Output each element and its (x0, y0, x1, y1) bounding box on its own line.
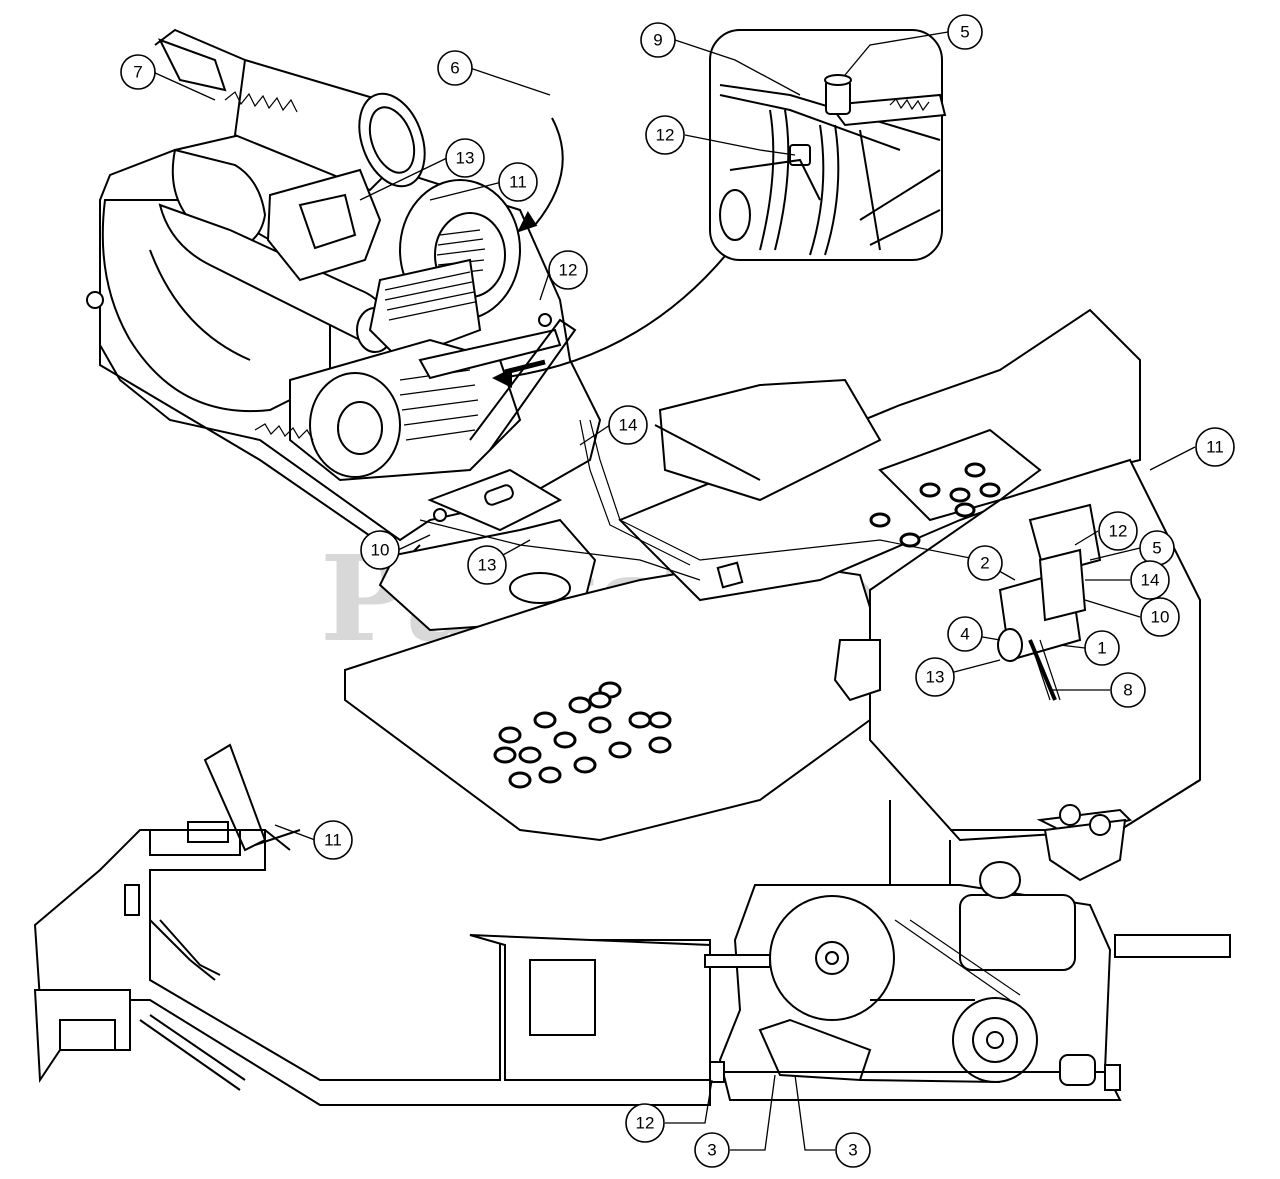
svg-text:5: 5 (1152, 539, 1161, 558)
svg-text:1: 1 (1097, 639, 1106, 658)
callout-13[interactable]: 13 (915, 657, 955, 697)
callout-9[interactable]: 9 (640, 22, 676, 58)
svg-text:12: 12 (559, 261, 578, 280)
callout-12[interactable]: 12 (1098, 511, 1138, 551)
callout-12[interactable]: 12 (625, 1103, 665, 1143)
callout-11[interactable]: 11 (1195, 427, 1235, 467)
svg-text:10: 10 (371, 541, 390, 560)
callout-8[interactable]: 8 (1110, 672, 1146, 708)
engine-assembly (86, 28, 602, 562)
callout-7[interactable]: 7 (120, 54, 156, 90)
callout-5[interactable]: 5 (947, 14, 983, 50)
callout-13[interactable]: 13 (445, 138, 485, 178)
callout-14[interactable]: 14 (1130, 560, 1170, 600)
svg-text:10: 10 (1151, 608, 1170, 627)
svg-text:5: 5 (960, 23, 969, 42)
svg-text:12: 12 (656, 126, 675, 145)
svg-text:11: 11 (509, 173, 527, 192)
callout-5[interactable]: 5 (1139, 530, 1175, 566)
svg-text:14: 14 (1141, 571, 1160, 590)
callouts: 7 6 9 5 12 13 11 12 14 11 12 5 2 14 10 4… (120, 14, 1235, 1168)
svg-text:12: 12 (636, 1114, 655, 1133)
callout-10[interactable]: 10 (360, 530, 400, 570)
assembly-arrows (492, 117, 731, 388)
frame-assembly (344, 308, 1201, 902)
svg-text:13: 13 (456, 149, 475, 168)
svg-text:4: 4 (960, 625, 969, 644)
callout-4[interactable]: 4 (947, 616, 983, 652)
callout-11[interactable]: 11 (498, 162, 538, 202)
callout-2[interactable]: 2 (967, 545, 1003, 581)
callout-11[interactable]: 11 (313, 820, 353, 860)
side-view-assembly (33, 743, 1231, 1106)
svg-text:7: 7 (133, 63, 142, 82)
callout-3[interactable]: 3 (835, 1132, 871, 1168)
svg-text:14: 14 (619, 416, 638, 435)
callout-6[interactable]: 6 (437, 50, 473, 86)
detail-inset (709, 29, 947, 261)
svg-text:3: 3 (848, 1141, 857, 1160)
callout-12[interactable]: 12 (548, 250, 588, 290)
svg-text:3: 3 (707, 1141, 716, 1160)
svg-text:6: 6 (450, 59, 459, 78)
svg-text:2: 2 (980, 554, 989, 573)
callout-12[interactable]: 12 (645, 115, 685, 155)
svg-text:12: 12 (1109, 522, 1128, 541)
floor-holes (493, 462, 1001, 789)
callout-10[interactable]: 10 (1140, 597, 1180, 637)
callout-1[interactable]: 1 (1084, 630, 1120, 666)
svg-text:11: 11 (324, 831, 342, 850)
svg-text:9: 9 (653, 31, 662, 50)
svg-text:8: 8 (1123, 681, 1132, 700)
svg-text:13: 13 (478, 556, 497, 575)
callout-3[interactable]: 3 (694, 1132, 730, 1168)
svg-text:11: 11 (1206, 438, 1224, 457)
svg-text:13: 13 (926, 668, 945, 687)
callout-14[interactable]: 14 (608, 405, 648, 445)
callout-13[interactable]: 13 (467, 545, 507, 585)
